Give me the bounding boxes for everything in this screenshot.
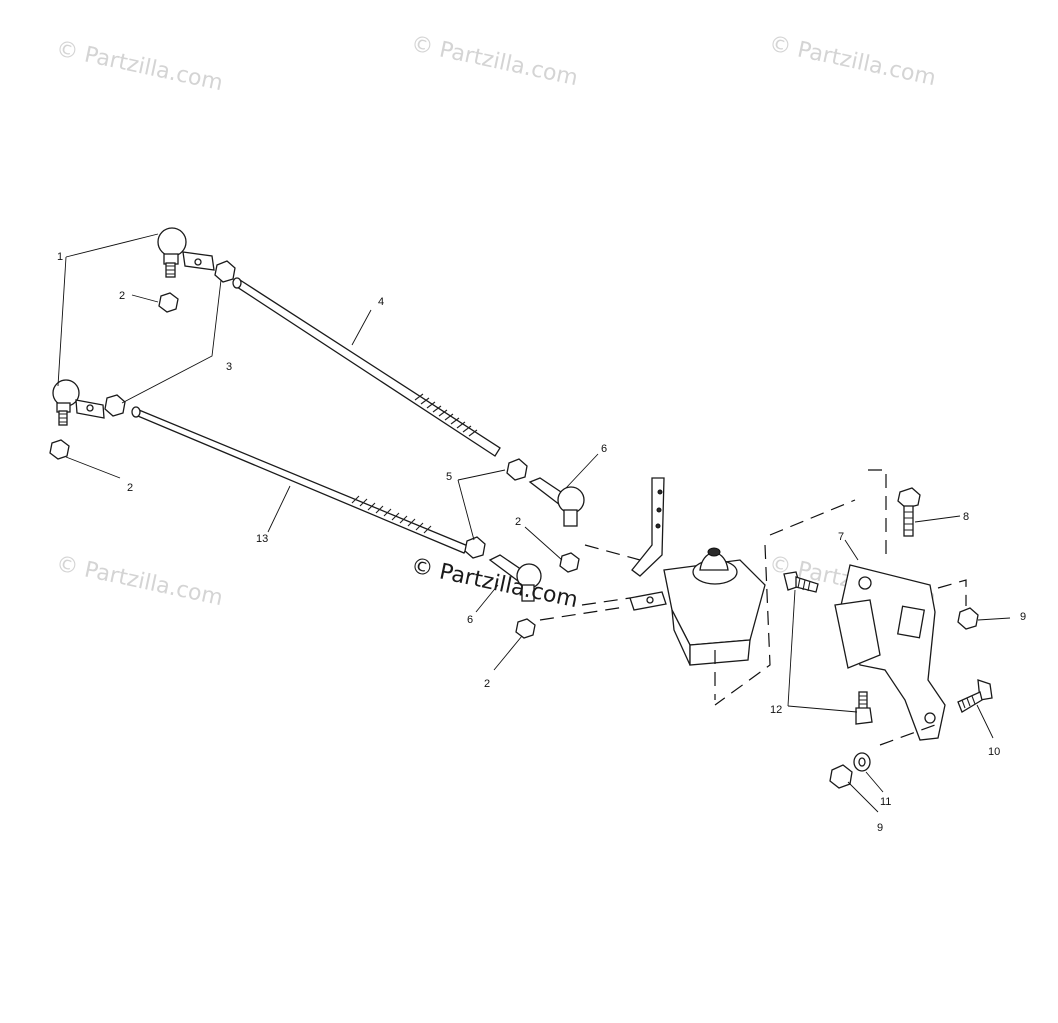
callout-9-right: 9 (1020, 611, 1026, 623)
watermark-top-right: © Partzilla.com (767, 31, 938, 91)
callout-5: 5 (446, 471, 452, 483)
leader-lines (57, 233, 1011, 813)
bolt-12-lower (858, 691, 868, 711)
shifter-assembly (629, 477, 766, 666)
callout-8: 8 (963, 511, 969, 523)
nut-3-low (104, 394, 126, 417)
callout-2-upper: 2 (119, 290, 125, 302)
nut-3-top (214, 260, 236, 283)
nut-9-right (957, 607, 979, 630)
callout-13: 13 (256, 533, 268, 545)
bolt-group (783, 487, 993, 725)
dashed-assembly-lines (539, 469, 967, 746)
callout-10: 10 (988, 746, 1000, 758)
callout-4: 4 (378, 296, 384, 308)
watermark-mid-left: © Partzilla.com (54, 551, 225, 611)
watermark-group: © Partzilla.com © Partzilla.com © Partzi… (54, 31, 938, 611)
callout-12: 12 (770, 704, 782, 716)
callout-9-bottom: 9 (877, 822, 883, 834)
watermark-top-center: © Partzilla.com (409, 31, 580, 91)
callout-6-lower: 6 (467, 614, 473, 626)
callout-1: 1 (57, 251, 63, 263)
upper-shift-rod (232, 277, 501, 457)
mounting-bracket (834, 564, 946, 741)
callout-7: 7 (838, 531, 844, 543)
nut-2-left (49, 439, 70, 460)
watermark-top-left: © Partzilla.com (54, 36, 225, 96)
nut-5-low (464, 536, 486, 559)
callout-3: 3 (226, 361, 232, 373)
ball-joint-upper (157, 227, 215, 278)
callout-labels: 1 2 3 4 2 5 6 2 13 6 2 7 8 9 12 10 11 9 (57, 251, 1026, 834)
bolt-8 (897, 487, 921, 509)
callout-2-left: 2 (127, 482, 133, 494)
callout-2-lower: 2 (484, 678, 490, 690)
callout-6-upper: 6 (601, 443, 607, 455)
ball-stud-upper (528, 477, 585, 527)
nut-2-mid (559, 552, 580, 573)
nut-group (49, 260, 979, 789)
callout-2-mid: 2 (515, 516, 521, 528)
lower-shift-rod (131, 406, 469, 554)
nut-5-top (506, 458, 528, 481)
callout-11: 11 (880, 796, 891, 808)
nut-9-bottom (829, 764, 853, 789)
nut-2-top (158, 292, 179, 313)
ball-stud-lower (488, 554, 542, 602)
ball-joint-lower (52, 379, 105, 426)
nut-2-low (515, 618, 536, 639)
